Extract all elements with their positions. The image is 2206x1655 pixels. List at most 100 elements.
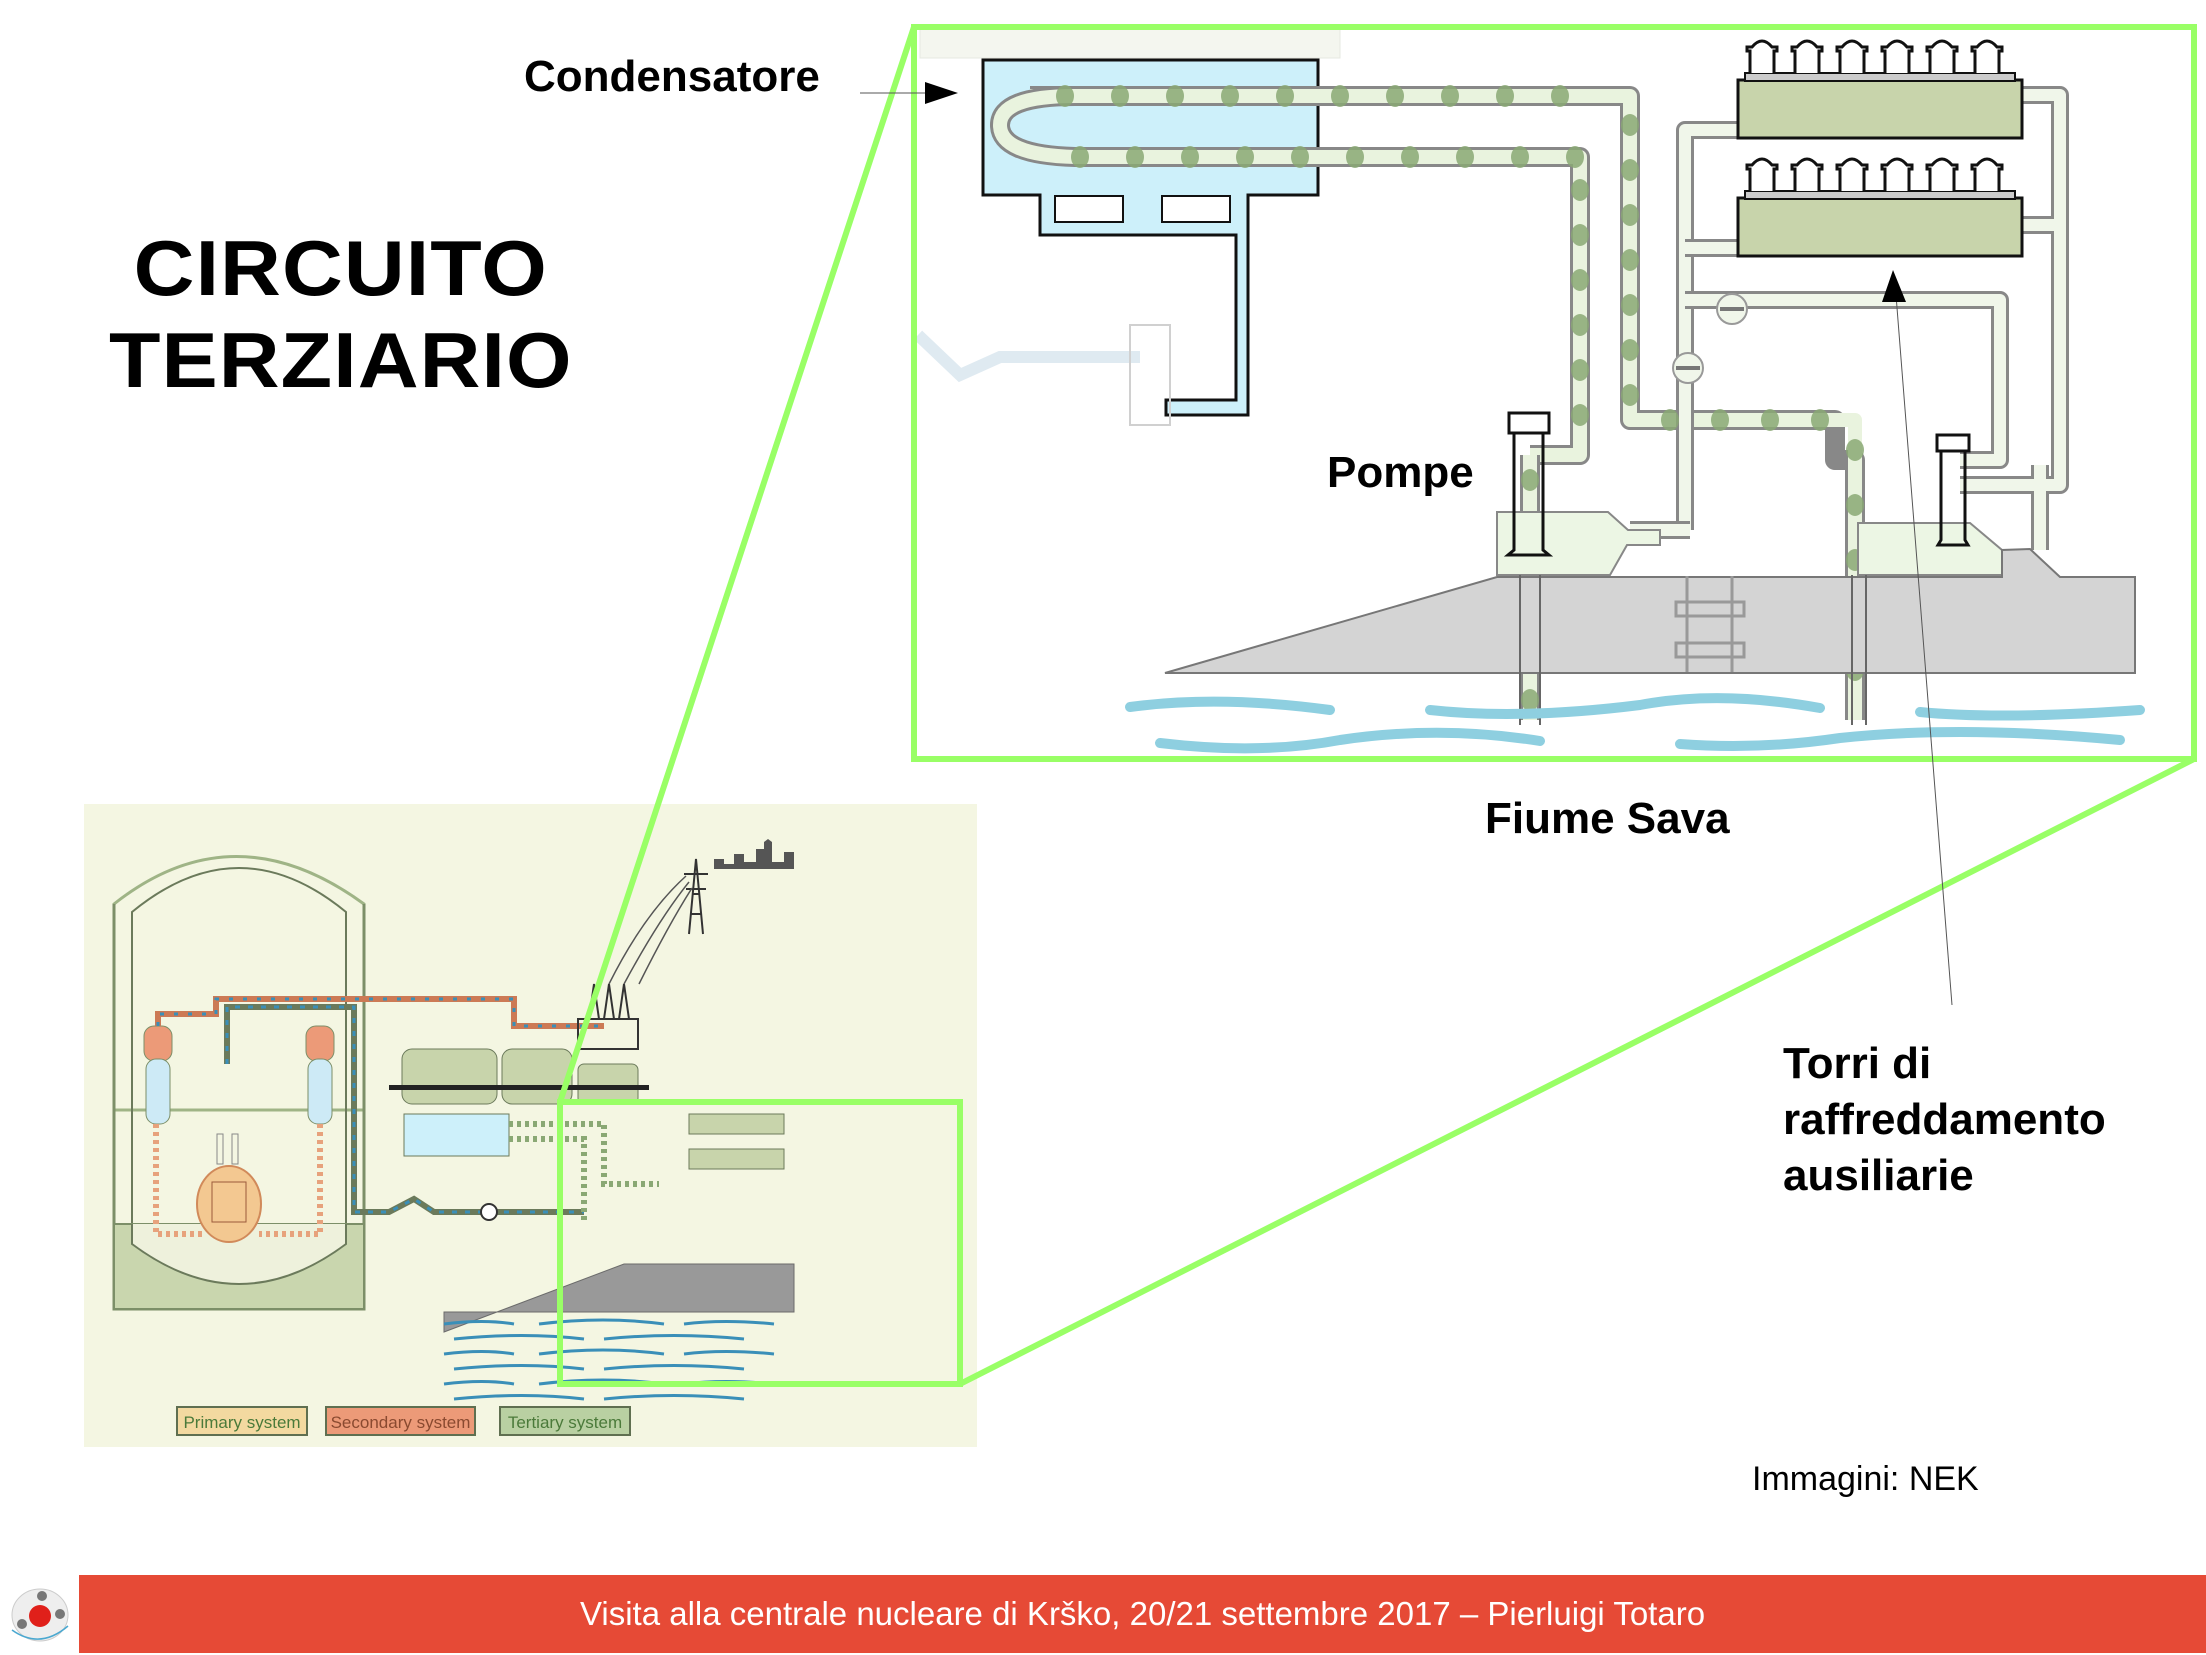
flow-dot [1571,179,1589,201]
cooling-tower-bank-2 [1736,196,2024,258]
flow-dot [1846,549,1864,571]
flow-dot [1621,294,1639,316]
image-credit: Immagini: NEK [1752,1460,1979,1498]
flow-dot [1551,85,1569,107]
feed-pump-icon [480,1203,498,1221]
label-fiume-sava: Fiume Sava [1485,794,1730,843]
torri-arrow-icon [1882,270,1906,302]
flow-dots [1056,85,1864,711]
flow-dot [1621,204,1639,226]
cooling-tower-fan-icon [1970,157,2004,191]
slide-title: CIRCUITO TERZIARIO [60,222,622,406]
steam-generator-right [305,1025,335,1125]
cooling-tower-fan-icon [1925,39,1959,73]
flow-dot [1331,85,1349,107]
label-torri-line-3: ausiliarie [1783,1151,1974,1200]
faded-turbine-edge [919,27,1341,59]
flow-dot [1521,634,1539,656]
cooling-tower-fan-icon [1835,157,1869,191]
flow-dot [1111,85,1129,107]
flow-dot [1496,85,1514,107]
label-torri-raffreddamento: Torri di raffreddamento ausiliarie [1783,1036,2106,1204]
label-torri-line-2: raffreddamento [1783,1095,2106,1144]
flow-dot [1571,404,1589,426]
flow-dot [1846,439,1864,461]
flow-dot [1846,604,1864,626]
tertiary-pipes [990,86,2069,720]
flow-dot [1071,146,1089,168]
cooling-tower-fan-icon [1745,157,1779,191]
flow-dot [1571,269,1589,291]
flow-dot [1521,469,1539,491]
flow-dot [1521,579,1539,601]
cooling-tower-fan-icon [1790,157,1824,191]
zoom-frame-large [911,24,2197,762]
flow-dot [1521,524,1539,546]
ground-ladder [1674,576,1746,672]
steam-generator-left [143,1025,173,1125]
flow-dot [1386,85,1404,107]
flow-dot [1571,359,1589,381]
flow-dot [1401,146,1419,168]
flow-dot [1511,146,1529,168]
cooling-tower-fan-icon [1790,39,1824,73]
slide-title-line-2: TERZIARIO [108,316,573,404]
flow-dot [1441,85,1459,107]
faded-pump [1129,324,1171,426]
flow-dot [1846,494,1864,516]
torri-leader-line [1895,294,1953,1006]
flow-dot [1521,689,1539,711]
flow-dot [1621,159,1639,181]
flow-dot [1276,85,1294,107]
cooling-tower-fan-icon [1835,39,1869,73]
label-torri-line-1: Torri di [1783,1039,1932,1088]
ground-embankment [1164,547,2136,674]
flow-dot [1056,85,1074,107]
flow-dot [1621,114,1639,136]
plant-overview-diagram [84,804,977,1447]
river-small [443,1318,775,1401]
flow-dot [1846,659,1864,681]
legend-secondary-system: Secondary system [325,1406,476,1436]
cooling-tower-small-1 [688,1113,785,1135]
flow-dot [1126,146,1144,168]
organization-logo [4,1580,76,1650]
flow-dot [1621,339,1639,361]
valve-icon [1716,293,1748,325]
slide-title-line-1: CIRCUITO [133,224,548,312]
flow-dot [1571,314,1589,336]
flow-dot [1181,146,1199,168]
cooling-tower-fan-icon [1925,157,1959,191]
intake-pipes [1519,575,1867,725]
daisy-logo-icon [11,1588,69,1642]
condensatore-arrow-icon [925,82,958,104]
flow-dot [1566,146,1584,168]
flow-dot [1711,409,1729,431]
turbine-generator [389,1048,649,1105]
cooling-tower-fan-icon [1970,39,2004,73]
cooling-tower-small-2 [688,1148,785,1170]
condenser [981,58,1320,417]
river-sava [1125,693,2145,754]
flow-dot [1571,224,1589,246]
label-pompe: Pompe [1327,448,1474,497]
flow-dot [1661,409,1679,431]
cooling-tower-fan-icon [1880,157,1914,191]
legend-tertiary-system: Tertiary system [499,1406,631,1436]
cooling-tower-fan-icon [1745,39,1779,73]
cooling-tower-fan-icon [1880,39,1914,73]
flow-dot [1456,146,1474,168]
flow-dot [1221,85,1239,107]
flow-dot [1166,85,1184,107]
transformer [577,983,639,1050]
footer-text: Visita alla centrale nucleare di Krško, … [579,1595,1706,1632]
flow-dot [1761,409,1779,431]
flow-dot [1621,384,1639,406]
legend-primary-system: Primary system [176,1406,308,1436]
flow-dot [1621,249,1639,271]
cooling-tower-bank-1 [1736,78,2024,140]
flow-dot [1291,146,1309,168]
valve-icon [1672,352,1704,384]
reactor-vessel [196,1133,262,1243]
plant-overview-svg [112,839,795,1401]
